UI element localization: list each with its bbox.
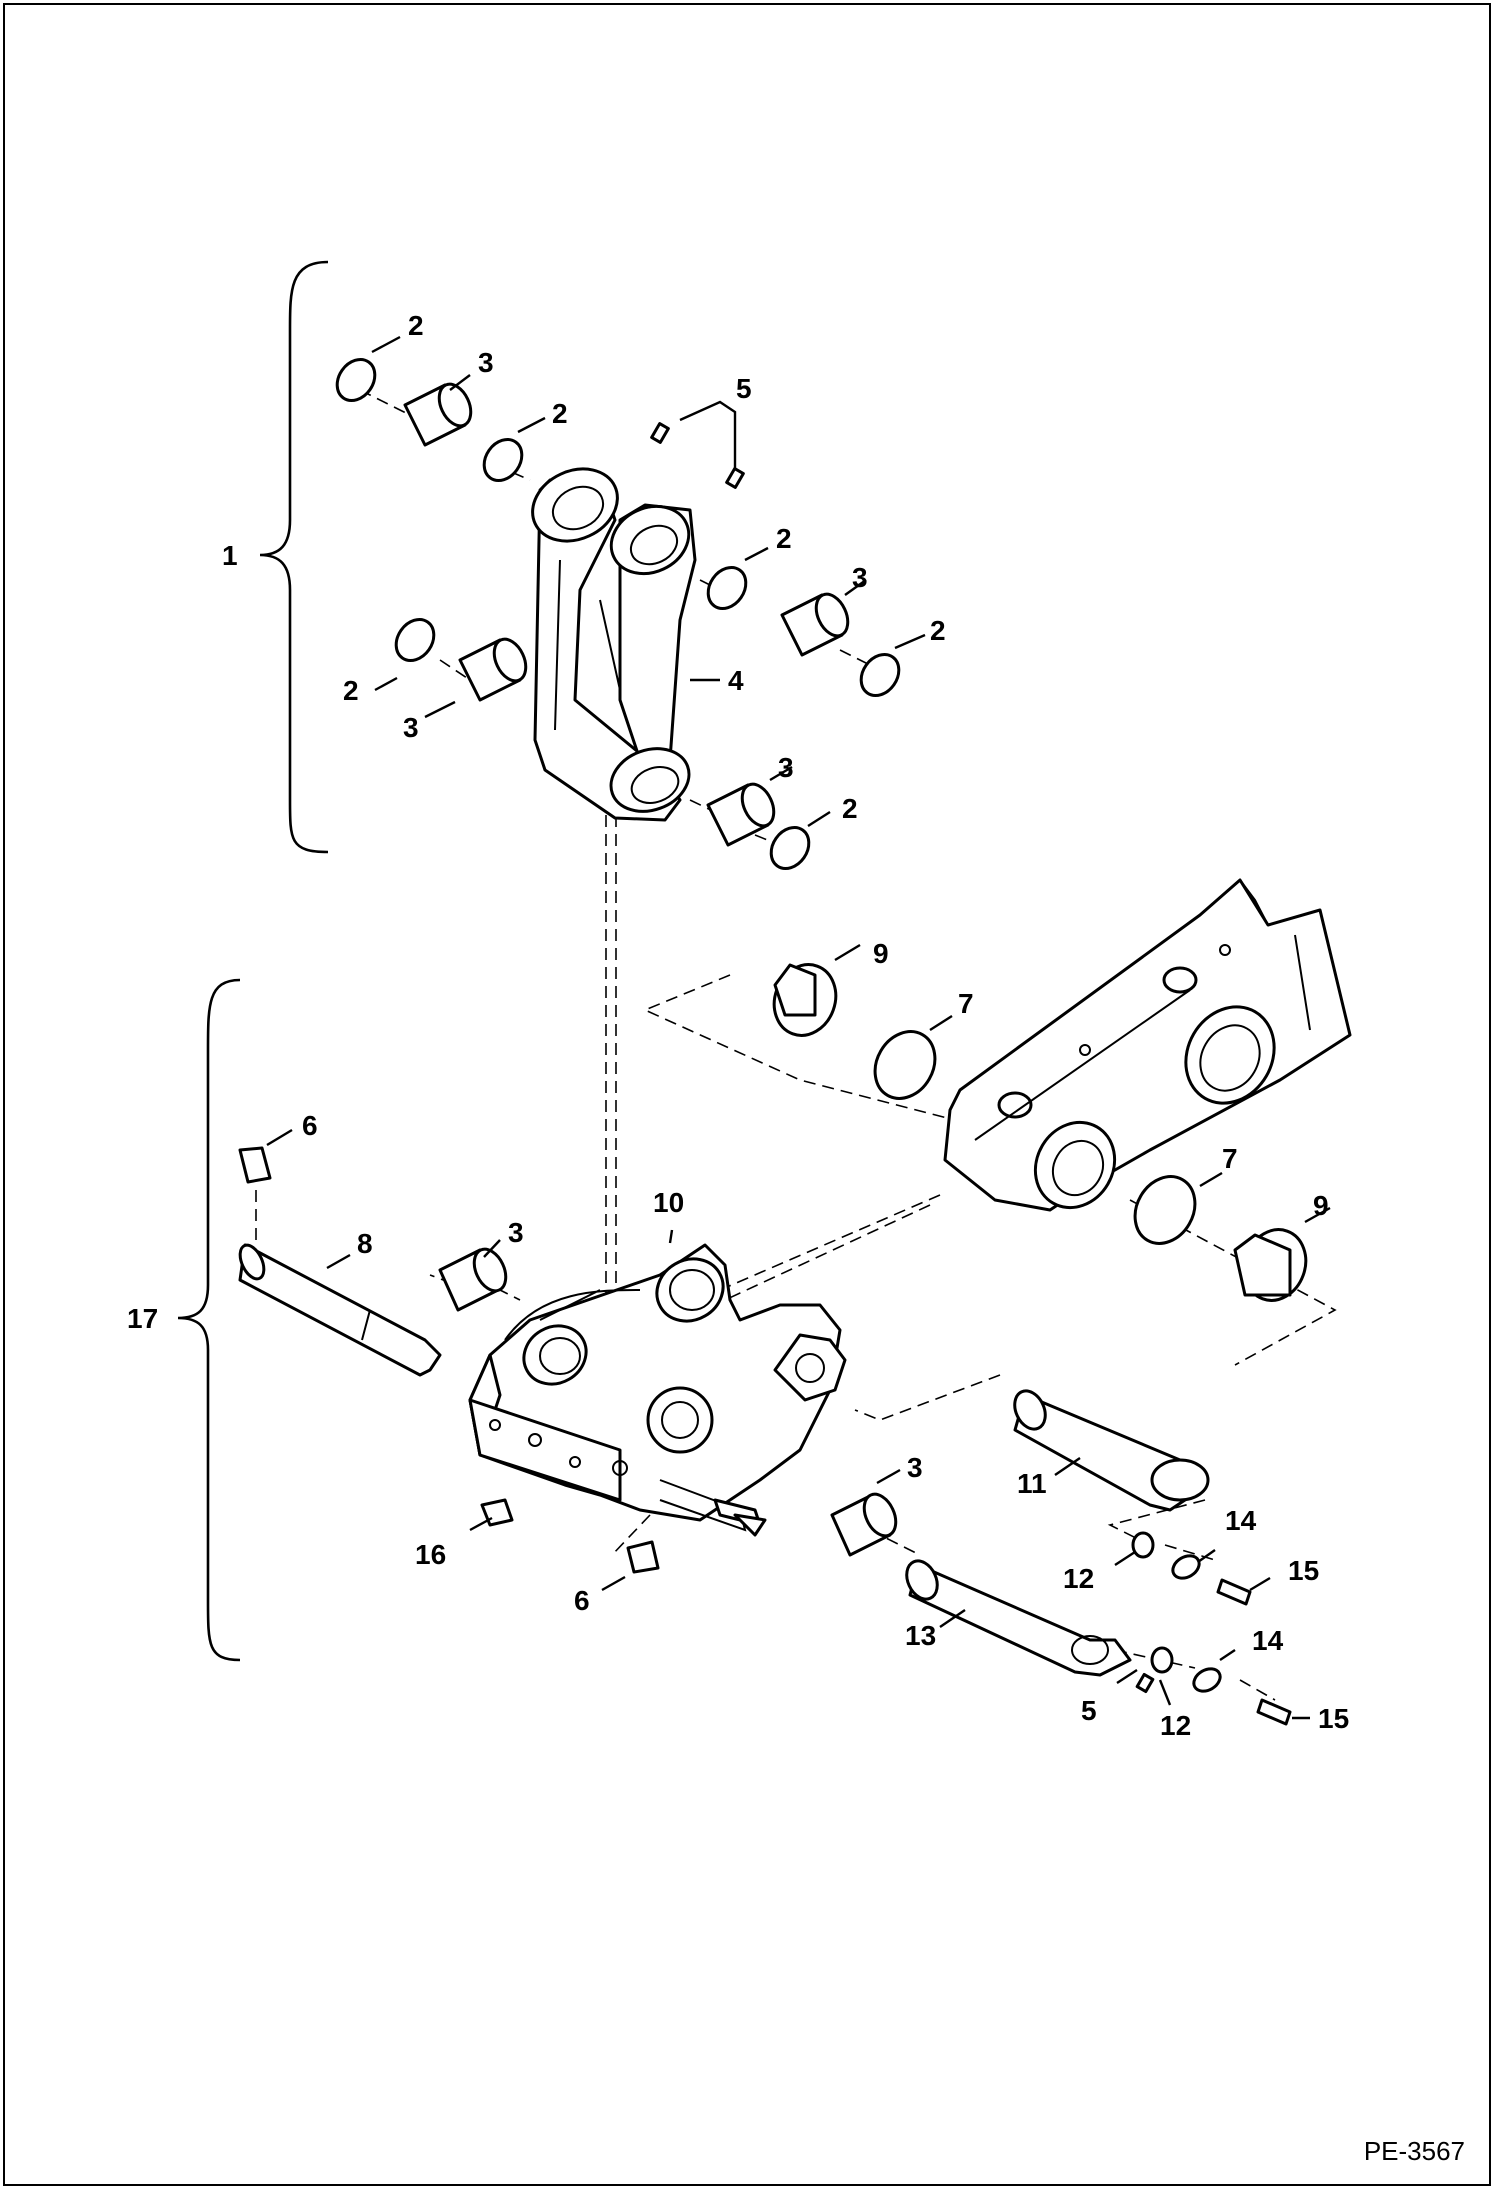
callout-5: 5 — [1081, 1695, 1097, 1726]
leader-lines — [266, 335, 1331, 1720]
callout-9: 9 — [1313, 1190, 1329, 1221]
reference-code: PE-3567 — [1364, 2136, 1465, 2166]
quick-coupler-body — [468, 1243, 847, 1537]
bushings-top — [403, 382, 850, 847]
callout-14: 14 — [1225, 1505, 1257, 1536]
flange-seals — [772, 963, 1308, 1302]
callout-3: 3 — [478, 347, 494, 378]
callout-15: 15 — [1318, 1703, 1349, 1734]
callout-2: 2 — [930, 615, 946, 646]
callout-12: 12 — [1160, 1710, 1191, 1741]
callout-16: 16 — [415, 1539, 446, 1570]
callout-labels: 1 2 3 2 5 2 3 2 4 2 3 3 2 9 7 7 9 6 10 8… — [127, 310, 1349, 1741]
callout-11: 11 — [1017, 1468, 1047, 1499]
callout-7: 7 — [1222, 1143, 1238, 1174]
pin-8 — [238, 1243, 442, 1377]
callout-2: 2 — [842, 793, 858, 824]
cap-6-upper — [238, 1146, 272, 1184]
bushing-coupler-left — [438, 1247, 508, 1312]
pin-13 — [905, 1559, 1132, 1677]
callout-1: 1 — [222, 540, 238, 571]
callout-2: 2 — [776, 523, 792, 554]
callout-15: 15 — [1288, 1555, 1319, 1586]
callout-6: 6 — [574, 1585, 590, 1616]
callout-3: 3 — [852, 562, 868, 593]
callout-12: 12 — [1063, 1563, 1094, 1594]
callout-3: 3 — [907, 1452, 923, 1483]
callout-2: 2 — [408, 310, 424, 341]
o-rings-top — [335, 358, 901, 870]
assembly-brace-1 — [259, 260, 329, 854]
link-arm-part — [531, 467, 697, 822]
page-border — [3, 3, 1491, 2186]
callout-10: 10 — [653, 1187, 684, 1218]
callout-8: 8 — [357, 1228, 373, 1259]
assembly-brace-17 — [177, 978, 241, 1662]
callout-2: 2 — [343, 675, 359, 706]
pin-11 — [1013, 1389, 1210, 1512]
grease-fittings-top — [650, 422, 745, 489]
callout-3: 3 — [778, 752, 794, 783]
hardware-small — [1131, 1531, 1292, 1726]
callout-2: 2 — [552, 398, 568, 429]
callout-7: 7 — [958, 988, 974, 1019]
callout-5: 5 — [736, 373, 752, 404]
excavator-arm-end — [943, 878, 1352, 1212]
callout-4: 4 — [728, 665, 744, 696]
callout-9: 9 — [873, 938, 889, 969]
callout-14: 14 — [1252, 1625, 1284, 1656]
callout-17: 17 — [127, 1303, 158, 1334]
bushing-coupler-right — [830, 1492, 898, 1557]
callout-3: 3 — [403, 712, 419, 743]
callout-3: 3 — [508, 1217, 524, 1248]
callout-6: 6 — [302, 1110, 318, 1141]
callout-13: 13 — [905, 1620, 936, 1651]
cap-6-lower — [626, 1540, 660, 1574]
